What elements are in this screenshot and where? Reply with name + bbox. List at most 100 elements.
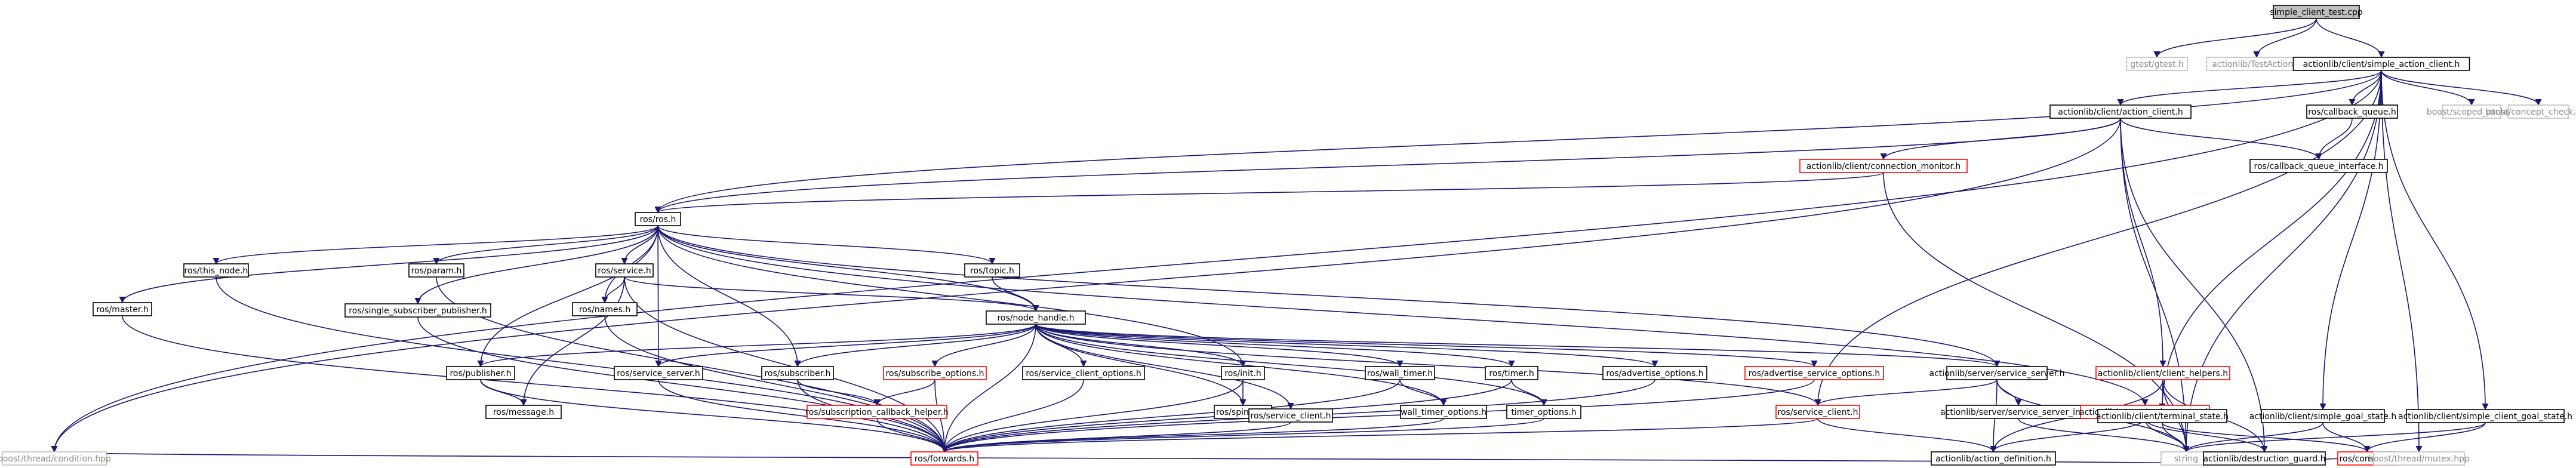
node-subopts[interactable]: ros/subscribe_options.h (883, 366, 987, 380)
node-root: simple_client_test.cpp (2270, 5, 2363, 19)
edge-nodehandle-to-forwards (941, 324, 1036, 453)
node-sch[interactable]: ros/subscription_callback_helper.h (805, 405, 949, 419)
node-box (1248, 408, 1333, 423)
node-advsrvopts[interactable]: ros/advertise_service_options.h (1744, 366, 1884, 380)
node-label: ros/ros.h (640, 215, 676, 224)
edge-rosservclient-to-forwards (941, 418, 1818, 453)
node-box (595, 263, 654, 278)
node-cbqi[interactable]: ros/callback_queue_interface.h (2249, 159, 2388, 173)
node-aserver[interactable]: actionlib/server/service_server.h (1929, 366, 2065, 380)
edge-ssimp-to-string (2018, 418, 2190, 453)
node-label: actionlib/action_definition.h (1935, 454, 2051, 464)
node-master[interactable]: ros/master.h (93, 302, 152, 316)
edge-ac-to-helpers (2120, 118, 2166, 368)
node-label: ros/service_client.h (1251, 411, 1331, 421)
node-param[interactable]: ros/param.h (408, 263, 464, 278)
node-box (2508, 104, 2569, 119)
edge-sac-to-string (2183, 70, 2382, 453)
edge-nodehandle-to-subopts (931, 324, 1036, 368)
node-servclient[interactable]: ros/service_client.h (1248, 408, 1333, 423)
node-label: timer_options.h (1511, 408, 1576, 417)
edge-service-to-forwards (624, 276, 948, 453)
edge-wto-to-forwards (941, 418, 1444, 453)
node-publisher[interactable]: ros/publisher.h (446, 366, 515, 380)
node-box (2292, 57, 2470, 71)
node-label: actionlib/server/service_server_imp.h (1940, 408, 2097, 417)
node-thisnode[interactable]: ros/this_node.h (183, 263, 249, 278)
node-scgs[interactable]: actionlib/client/simple_client_goal_stat… (2398, 409, 2572, 423)
edge-sac-to-scoped (2381, 70, 2475, 106)
node-label: ros/callback_queue_interface.h (2254, 162, 2384, 171)
node-sco[interactable]: ros/service_client_options.h (1022, 366, 1145, 380)
node-servserver[interactable]: ros/service_server.h (614, 366, 703, 380)
node-label: ros/forwards.h (915, 454, 974, 464)
edge-ros-to-aserver (657, 225, 2001, 368)
node-ros[interactable]: ros/ros.h (635, 212, 681, 226)
node-wto[interactable]: wall_timer_options.h (1400, 405, 1487, 419)
node-cbq[interactable]: ros/callback_queue.h (2306, 104, 2398, 119)
node-label: boost/thread/condition.hpp (0, 454, 111, 464)
edge-sac-to-scgs (2381, 70, 2489, 411)
edge-scgs-to-console (2363, 422, 2486, 453)
node-scoped: boost/scoped_ptr.hpp (2427, 104, 2517, 119)
edge-nodehandle-to-advopts (1035, 324, 1658, 368)
node-label: ros/publisher.h (450, 369, 511, 378)
edge-sac-to-mutex (2381, 70, 2423, 453)
edge-ac-to-cbqi (2120, 118, 2322, 161)
node-box (1602, 366, 1707, 380)
node-terminal[interactable]: actionlib/client/terminal_state.h (2096, 409, 2229, 423)
node-label: ros/advertise_service_options.h (1749, 369, 1880, 378)
node-to[interactable]: timer_options.h (1506, 405, 1581, 419)
edge-nodehandle-to-rosservclient (1035, 324, 1821, 407)
node-sac[interactable]: actionlib/client/simple_action_client.h (2292, 57, 2470, 71)
edge-aserver-to-rosservclient (1814, 379, 1998, 407)
edge-ros-to-topic (657, 225, 996, 265)
edge-service-to-message (520, 276, 625, 407)
node-ssimp[interactable]: actionlib/server/service_server_imp.h (1940, 405, 2097, 419)
edge-ros-to-actserver (657, 225, 2149, 407)
edge-connmon-to-ros (655, 172, 1884, 214)
node-rosservclient[interactable]: ros/service_client.h (1775, 405, 1860, 419)
node-service[interactable]: ros/service.h (595, 263, 654, 278)
node-topic[interactable]: ros/topic.h (964, 263, 1020, 278)
edge-ros-to-param (433, 225, 658, 265)
edge-nodehandle-to-advsrvopts (1035, 324, 1818, 368)
node-ac[interactable]: actionlib/client/action_client.h (2049, 104, 2192, 119)
edge-subscriber-to-sch (797, 379, 881, 407)
node-init[interactable]: ros/init.h (1221, 366, 1265, 380)
node-forwards[interactable]: ros/forwards.h (910, 451, 978, 466)
edge-root-to-sac (2316, 18, 2385, 59)
node-helpers[interactable]: actionlib/client/client_helpers.h (2095, 366, 2230, 380)
node-ssp[interactable]: ros/single_subscriber_publisher.h (344, 303, 491, 318)
node-label: actionlib/client/terminal_state.h (2096, 412, 2229, 421)
node-label: ros/wall_timer.h (1367, 369, 1433, 378)
node-subscriber[interactable]: ros/subscriber.h (761, 366, 834, 380)
node-connmon[interactable]: actionlib/client/connection_monitor.h (1799, 159, 1968, 173)
node-walltimer[interactable]: ros/wall_timer.h (1365, 366, 1435, 380)
node-box (2095, 366, 2230, 380)
node-advopts[interactable]: ros/advertise_options.h (1602, 366, 1707, 380)
edge-ac-to-condition (51, 118, 2121, 453)
node-label: boost/scoped_ptr.hpp (2427, 107, 2517, 117)
node-actdef[interactable]: actionlib/action_definition.h (1931, 451, 2056, 466)
node-names[interactable]: ros/names.h (572, 302, 638, 316)
node-nodehandle[interactable]: ros/node_handle.h (986, 310, 1086, 325)
edge-nodehandle-to-subscriber (794, 324, 1036, 368)
node-message[interactable]: ros/message.h (485, 405, 562, 419)
node-condition: boost/thread/condition.hpp (0, 451, 111, 466)
node-guard[interactable]: actionlib/destruction_guard.h (2203, 451, 2326, 466)
node-timer[interactable]: ros/timer.h (1485, 366, 1538, 380)
edge-nodehandle-to-servserver (655, 324, 1036, 368)
node-box (572, 302, 638, 316)
edge-sgs-to-string (2183, 422, 2323, 453)
edge-ros-to-nodehandle (657, 225, 1039, 312)
node-label: actionlib/client/simple_action_client.h (2303, 60, 2460, 69)
edge-connmon-to-string (1883, 172, 2190, 453)
edge-root-to-testaction (2253, 18, 2317, 59)
node-label: string (2174, 454, 2198, 464)
node-box (1221, 366, 1265, 380)
node-label: ros/message.h (493, 408, 554, 417)
edge-names-to-forwards (604, 315, 948, 453)
node-sgs[interactable]: actionlib/client/simple_goal_state.h (2249, 409, 2397, 423)
